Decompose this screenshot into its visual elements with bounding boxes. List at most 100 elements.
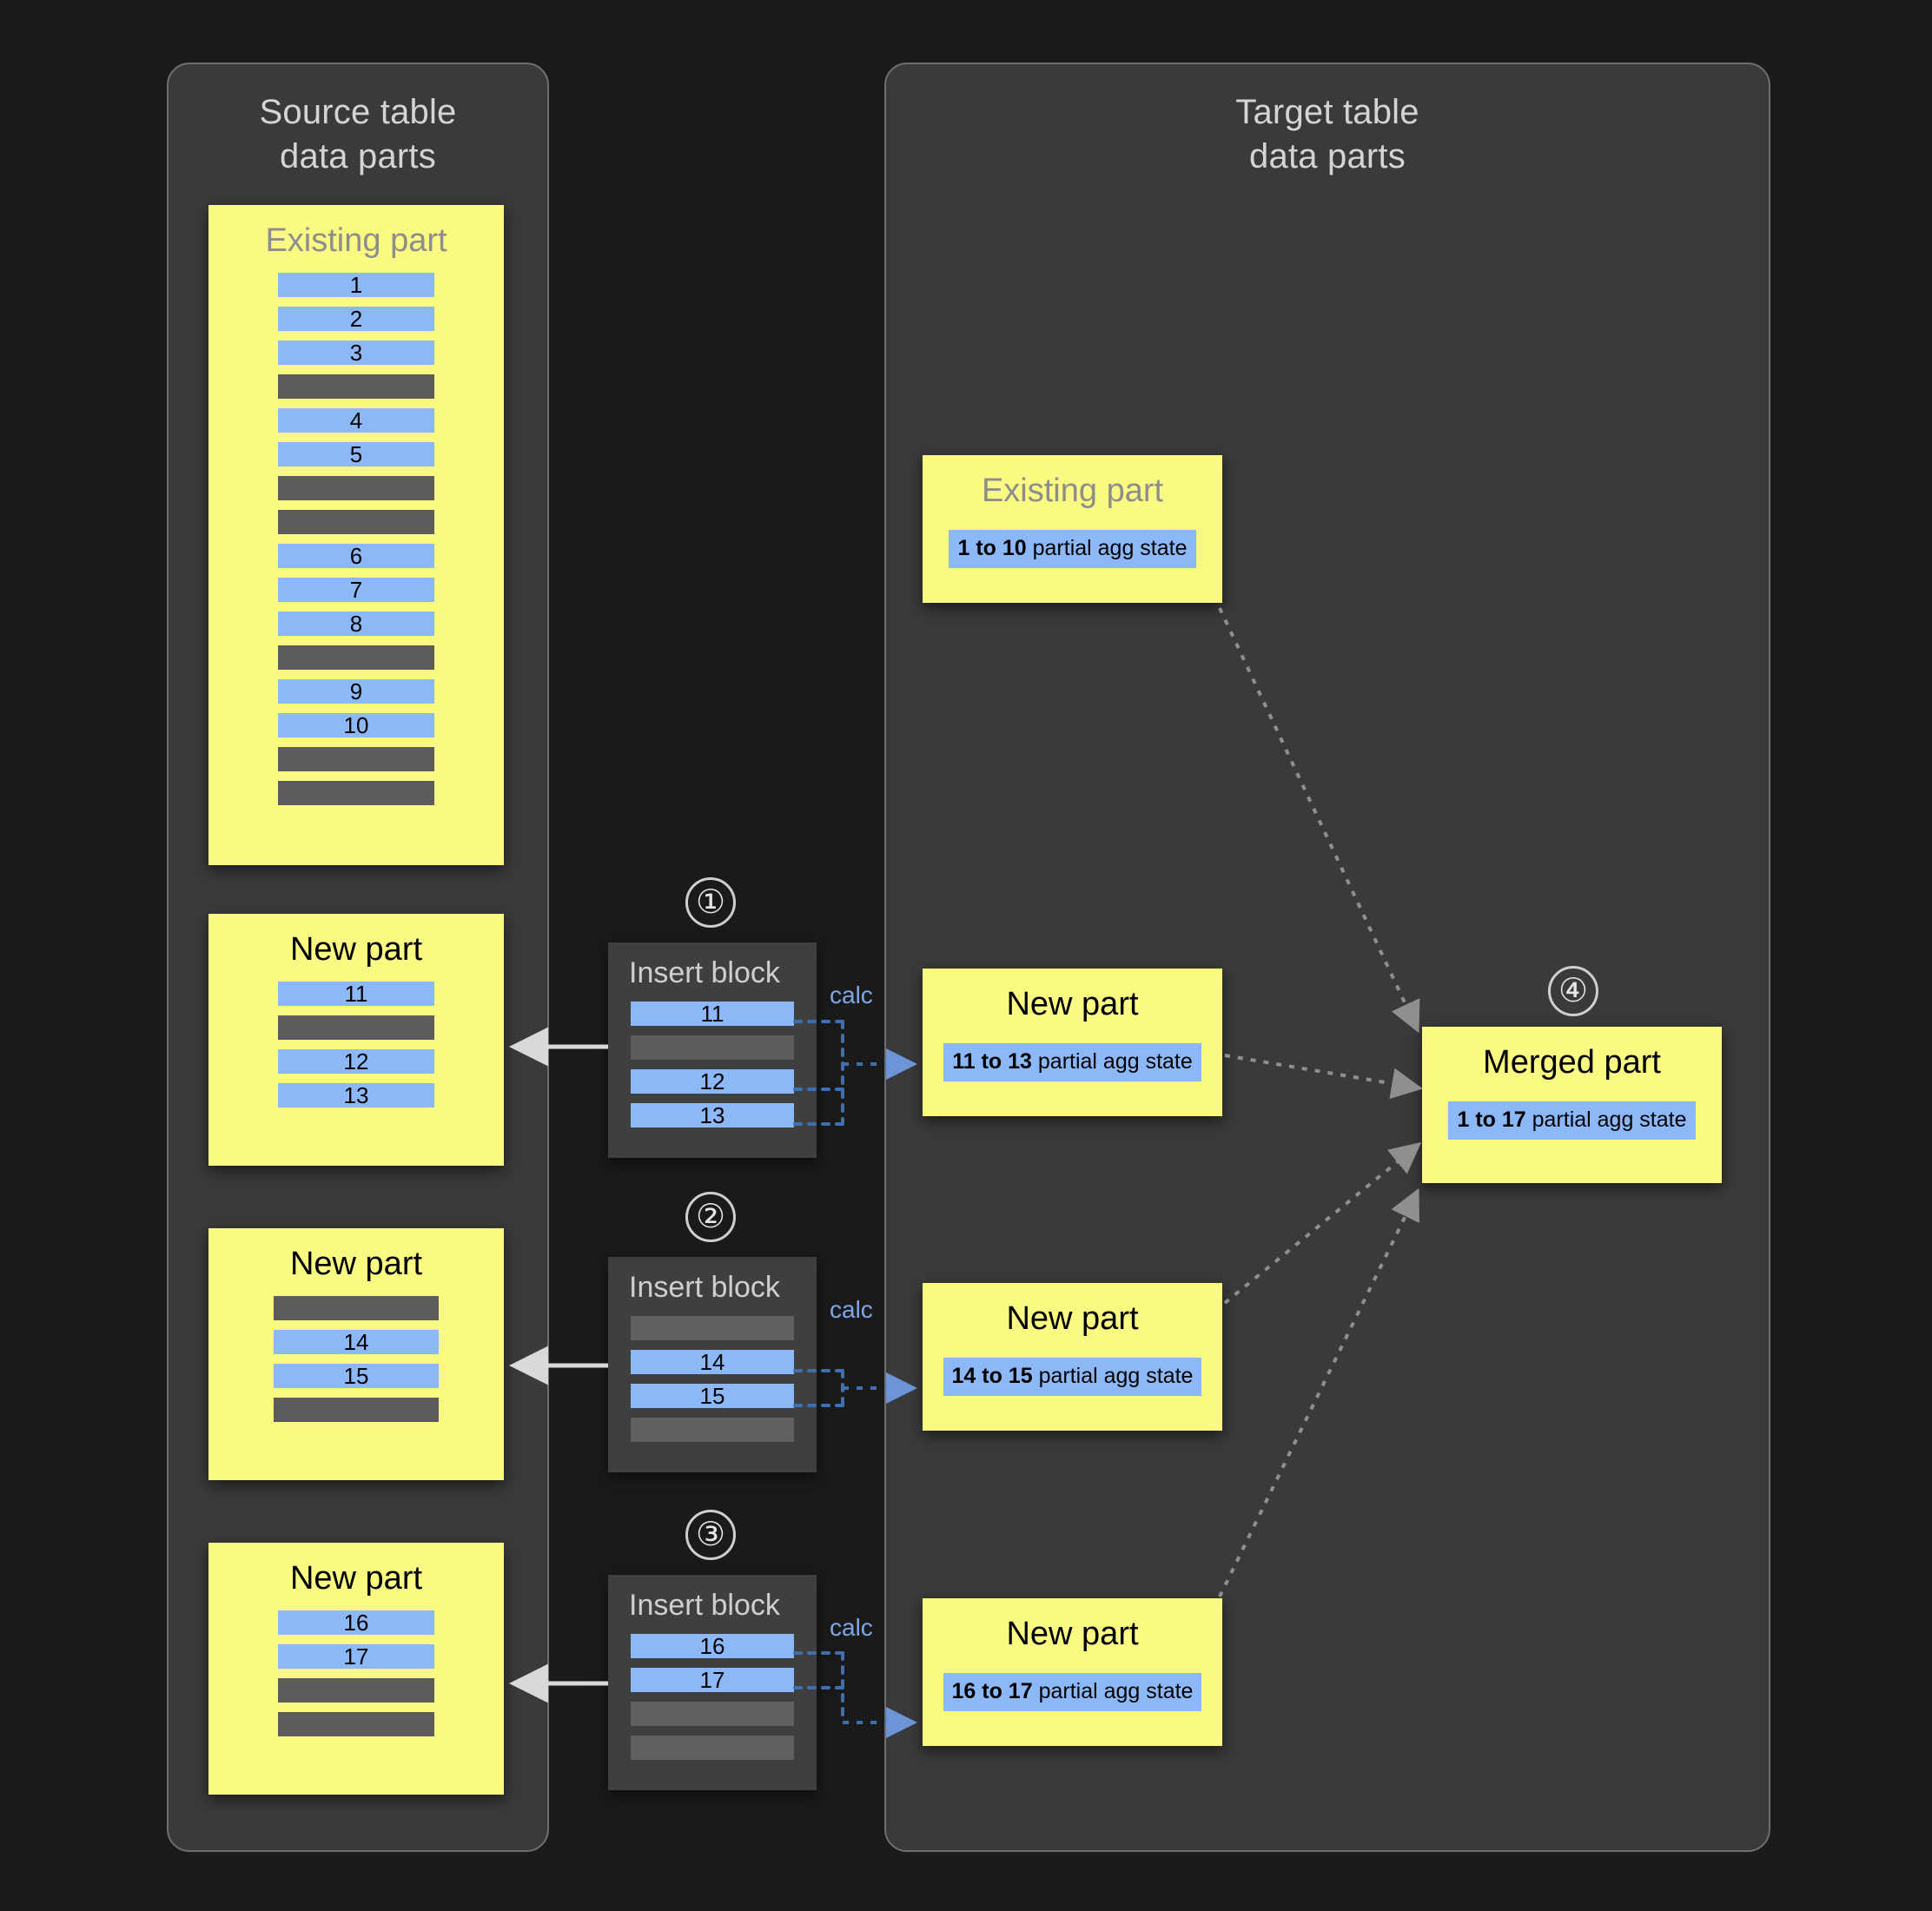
data-row-empty <box>278 1015 434 1040</box>
step-number-4: ④ <box>1548 966 1598 1016</box>
data-row-value: 12 <box>278 1049 434 1074</box>
data-row-empty <box>278 645 434 670</box>
data-row-value: 3 <box>278 341 434 365</box>
merged-part: Merged part 1 to 17 partial agg state <box>1422 1027 1722 1183</box>
data-row-value: 15 <box>631 1384 794 1408</box>
agg-text: partial agg state <box>1032 1364 1194 1388</box>
data-row-value: 10 <box>278 713 434 737</box>
step-number-2: ② <box>685 1192 736 1242</box>
agg-state-wrap: 1 to 10 partial agg state <box>923 530 1222 568</box>
data-row-empty <box>274 1398 439 1422</box>
part-title: New part <box>1006 1300 1139 1337</box>
data-row-empty <box>274 1296 439 1320</box>
agg-state-wrap: 14 to 15 partial agg state <box>923 1358 1222 1396</box>
part-title: Merged part <box>1483 1044 1661 1081</box>
insert-block-title: Insert block <box>629 956 780 989</box>
step-number-1: ① <box>685 877 736 928</box>
data-row-value: 1 <box>278 273 434 297</box>
target-table-title: Target table data parts <box>1235 93 1419 176</box>
target-new-part-1: New part 11 to 13 partial agg state <box>923 969 1222 1116</box>
data-row-value: 8 <box>278 612 434 636</box>
agg-range: 11 to 13 <box>952 1049 1032 1074</box>
data-row-empty <box>631 1035 794 1060</box>
agg-range: 14 to 15 <box>951 1364 1033 1388</box>
insert-block-title: Insert block <box>629 1271 780 1304</box>
data-row-value: 14 <box>631 1350 794 1374</box>
calc-label-3: calc <box>830 1614 873 1641</box>
row-list: 11 12 13 <box>208 982 504 1108</box>
data-row-value: 4 <box>278 408 434 433</box>
part-title: New part <box>289 1560 423 1597</box>
data-row-empty <box>278 1712 434 1736</box>
data-row-value: 12 <box>631 1069 794 1094</box>
agg-state-pill: 1 to 10 partial agg state <box>949 530 1196 568</box>
source-table-title: Source table data parts <box>259 93 457 176</box>
data-row-empty <box>631 1702 794 1726</box>
data-row-empty <box>631 1736 794 1760</box>
data-row-value: 9 <box>278 679 434 704</box>
data-row-value: 2 <box>278 307 434 331</box>
part-title: New part <box>289 1246 423 1282</box>
calc-label-1: calc <box>830 982 873 1008</box>
source-existing-part: Existing part 1 2 3 4 5 6 7 8 9 10 <box>208 205 504 865</box>
agg-state-wrap: 1 to 17 partial agg state <box>1422 1101 1722 1140</box>
data-row-value: 14 <box>274 1330 439 1354</box>
agg-state-pill: 14 to 15 partial agg state <box>943 1358 1202 1396</box>
data-row-value: 11 <box>278 982 434 1006</box>
data-row-empty <box>631 1316 794 1340</box>
agg-state-pill: 16 to 17 partial agg state <box>943 1673 1202 1711</box>
data-row-empty <box>278 510 434 534</box>
agg-range: 16 to 17 <box>951 1679 1033 1703</box>
part-title: New part <box>1006 1616 1139 1652</box>
data-row-empty <box>278 747 434 771</box>
data-row-value: 16 <box>278 1610 434 1635</box>
agg-text: partial agg state <box>1525 1108 1687 1132</box>
data-row-value: 5 <box>278 442 434 466</box>
data-row-empty <box>278 374 434 399</box>
part-title: New part <box>1006 986 1139 1022</box>
data-row-value: 16 <box>631 1634 794 1658</box>
step-number-3: ③ <box>685 1510 736 1560</box>
agg-range: 1 to 10 <box>957 536 1027 560</box>
agg-state-wrap: 16 to 17 partial agg state <box>923 1673 1222 1711</box>
row-list: 1 2 3 4 5 6 7 8 9 10 <box>208 273 504 805</box>
data-row-empty <box>631 1418 794 1442</box>
agg-state-wrap: 11 to 13 partial agg state <box>923 1043 1222 1081</box>
target-existing-part: Existing part 1 to 10 partial agg state <box>923 455 1222 603</box>
agg-text: partial agg state <box>1026 536 1188 560</box>
data-row-value: 17 <box>631 1668 794 1692</box>
data-row-value: 7 <box>278 578 434 602</box>
target-new-part-3: New part 16 to 17 partial agg state <box>923 1598 1222 1746</box>
data-row-value: 17 <box>278 1644 434 1669</box>
part-title: Existing part <box>981 473 1164 509</box>
source-new-part-1: New part 11 12 13 <box>208 914 504 1166</box>
target-new-part-2: New part 14 to 15 partial agg state <box>923 1283 1222 1431</box>
insert-block-title: Insert block <box>629 1589 780 1622</box>
data-row-empty <box>278 476 434 500</box>
data-row-value: 13 <box>278 1083 434 1108</box>
part-title: Existing part <box>265 222 447 259</box>
target-table-panel <box>884 63 1770 1852</box>
part-title: New part <box>289 931 423 968</box>
calc-label-2: calc <box>830 1296 873 1323</box>
agg-state-pill: 1 to 17 partial agg state <box>1448 1101 1696 1140</box>
data-row-value: 6 <box>278 544 434 568</box>
agg-text: partial agg state <box>1032 1679 1194 1703</box>
agg-state-pill: 11 to 13 partial agg state <box>943 1043 1201 1081</box>
agg-text: partial agg state <box>1031 1049 1193 1074</box>
data-row-value: 15 <box>274 1364 439 1388</box>
data-row-empty <box>278 1678 434 1703</box>
data-row-empty <box>278 781 434 805</box>
data-row-value: 11 <box>631 1002 794 1026</box>
agg-range: 1 to 17 <box>1457 1108 1526 1132</box>
